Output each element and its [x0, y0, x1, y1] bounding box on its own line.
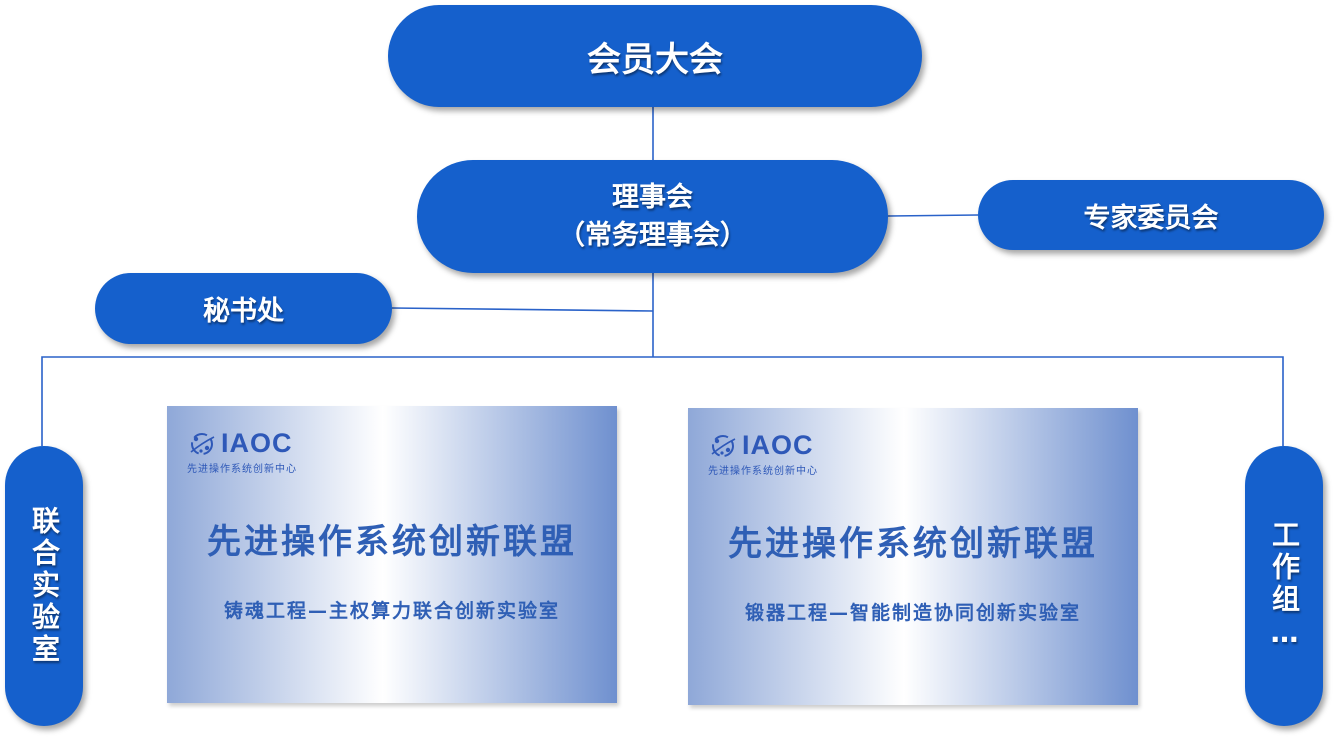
- plaque-lab-1: IAOC 先进操作系统创新中心 先进操作系统创新联盟 铸魂工程—主权算力联合创新…: [167, 406, 617, 703]
- iaoc-logo-icon: [190, 432, 215, 455]
- logo-subtitle: 先进操作系统创新中心: [708, 466, 818, 477]
- expert-committee-label: 专家委员会: [1083, 202, 1219, 234]
- logo-text: IAOC: [221, 428, 293, 458]
- iaoc-logo-icon: [711, 434, 736, 457]
- general-assembly-node: 会员大会: [388, 5, 922, 107]
- plaque-subtitle: 锻器工程—智能制造协同创新实验室: [744, 602, 1081, 624]
- working-group-node: 工作组…: [1245, 446, 1323, 726]
- connector-secretariat: [391, 307, 654, 312]
- plaque-lab-2: IAOC 先进操作系统创新中心 先进操作系统创新联盟 锻器工程—智能制造协同创新…: [688, 408, 1138, 705]
- logo-text: IAOC: [742, 430, 814, 460]
- joint-lab-node: 联合实验室: [5, 446, 83, 726]
- connector-branch-bar: [41, 356, 1284, 446]
- logo-subtitle: 先进操作系统创新中心: [187, 464, 297, 475]
- plaque-subtitle: 铸魂工程—主权算力联合创新实验室: [223, 600, 560, 622]
- expert-committee-node: 专家委员会: [978, 180, 1324, 250]
- secretariat-node: 秘书处: [95, 273, 392, 344]
- board-node: 理事会 （常务理事会）: [417, 160, 888, 273]
- iaoc-logo: IAOC: [708, 430, 814, 461]
- board-label: 理事会: [612, 181, 693, 213]
- secretariat-label: 秘书处: [203, 296, 284, 327]
- iaoc-logo: IAOC: [187, 428, 293, 459]
- general-assembly-label: 会员大会: [587, 39, 723, 80]
- plaque-title: 先进操作系统创新联盟: [207, 522, 577, 562]
- plaque-title: 先进操作系统创新联盟: [728, 524, 1098, 564]
- connector-board-expert: [887, 214, 979, 217]
- joint-lab-label: 联合实验室: [28, 506, 61, 666]
- working-group-label: 工作组…: [1268, 519, 1301, 653]
- board-sublabel: （常务理事会）: [558, 219, 747, 251]
